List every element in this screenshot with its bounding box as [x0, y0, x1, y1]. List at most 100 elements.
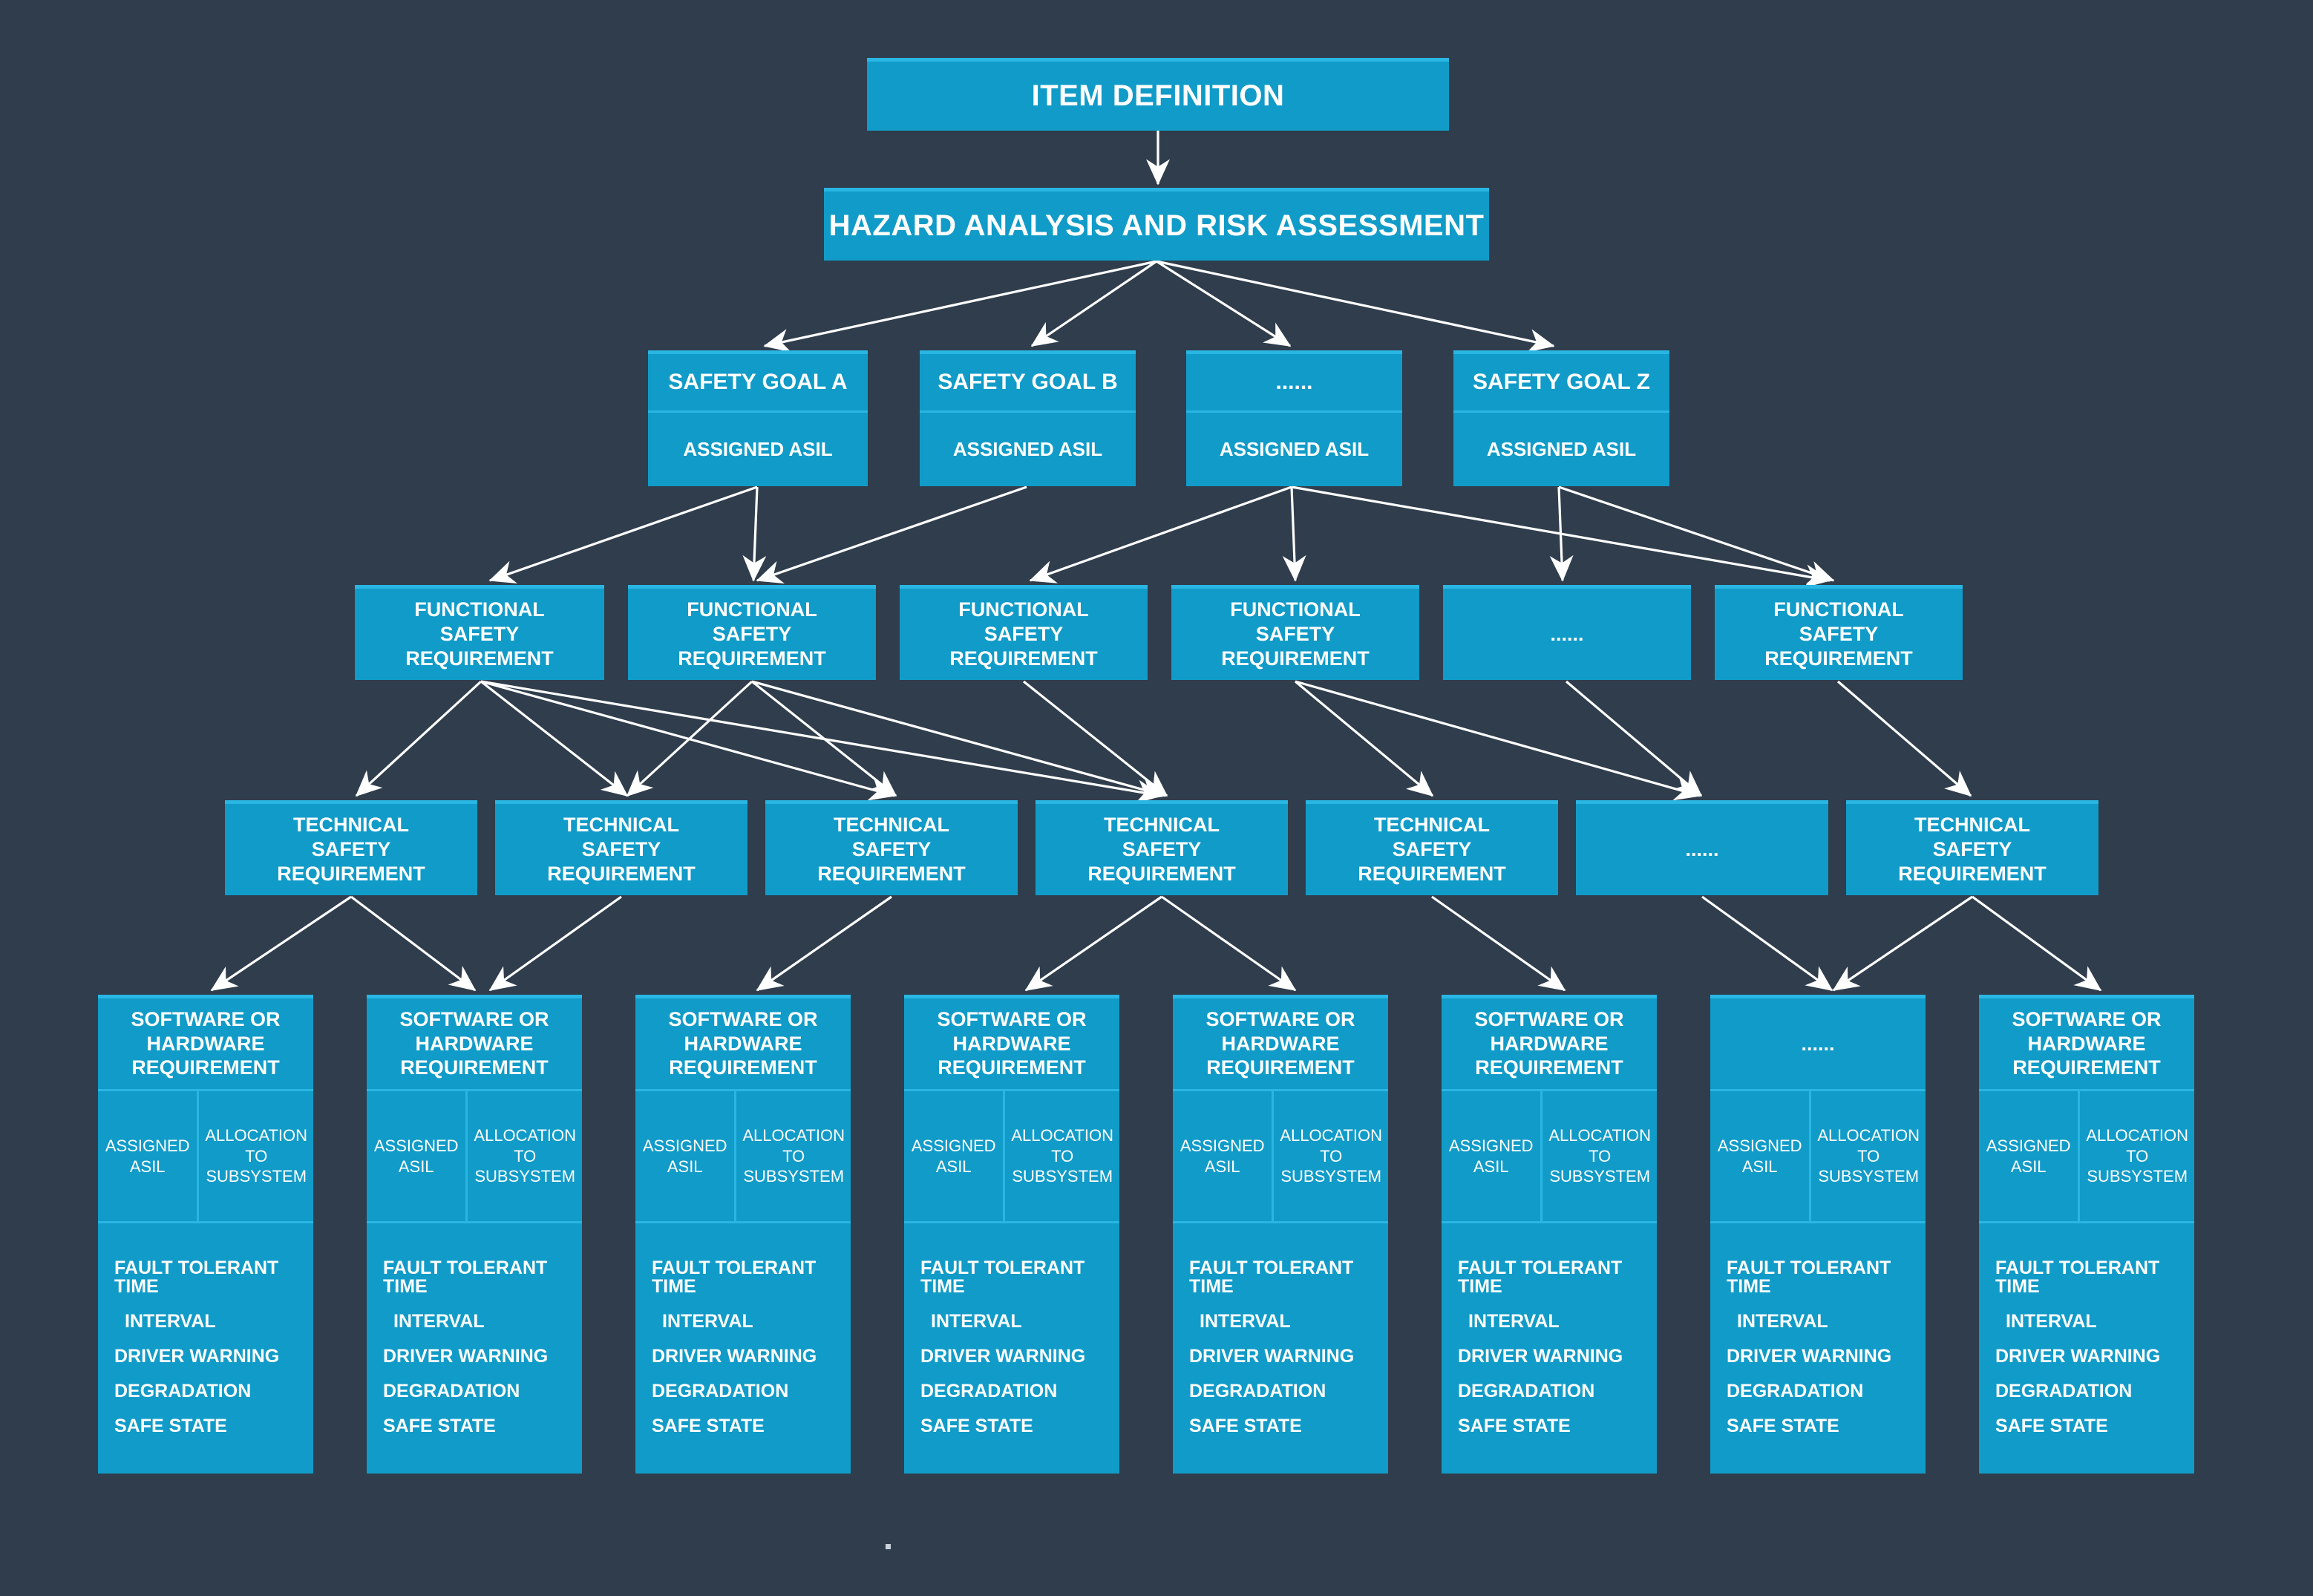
safety-goal-asil-2: ASSIGNED ASIL: [920, 411, 1136, 486]
sw-hw-detail-item: DRIVER WARNING: [1995, 1346, 2161, 1367]
technical-safety-requirement-box-1[interactable]: TECHNICAL SAFETY REQUIREMENT: [225, 800, 477, 895]
assigned-asil-cell-4: ASSIGNED ASIL: [911, 1137, 996, 1176]
functional-safety-requirement-box-2[interactable]: FUNCTIONAL SAFETY REQUIREMENT: [628, 585, 876, 680]
sw-hw-detail-item: INTERVAL: [393, 1311, 485, 1332]
functional-safety-requirement-box-4[interactable]: FUNCTIONAL SAFETY REQUIREMENT: [1171, 585, 1419, 680]
functional-safety-requirement-label-2: FUNCTIONAL SAFETY REQUIREMENT: [678, 598, 826, 670]
connector-tsr-to-swhw: [1701, 895, 1833, 992]
connector-goals-to-fsr: [756, 485, 1027, 584]
functional-safety-requirement-label-6: FUNCTIONAL SAFETY REQUIREMENT: [1764, 598, 1913, 670]
sw-hw-detail-item: INTERVAL: [662, 1311, 753, 1332]
allocation-to-subsystem-cell-4: ALLOCATION TO SUBSYSTEM: [1003, 1091, 1119, 1221]
connector-fsr-to-tsr: [480, 680, 1163, 804]
item-definition-label: ITEM DEFINITION: [1031, 79, 1285, 113]
technical-safety-requirement-label-7: TECHNICAL SAFETY REQUIREMENT: [1898, 814, 2047, 885]
connector-fsr-to-tsr: [480, 680, 629, 797]
footer-dot: [886, 1544, 891, 1549]
sw-hw-detail-item: SAFE STATE: [1189, 1416, 1302, 1436]
safety-goal-asil-4: ASSIGNED ASIL: [1453, 411, 1669, 486]
sw-hw-detail-item: INTERVAL: [931, 1311, 1022, 1332]
sw-hw-detail-item: DEGRADATION: [383, 1381, 520, 1402]
sw-hw-detail-item: DRIVER WARNING: [1189, 1346, 1355, 1367]
sw-hw-detail-item: DEGRADATION: [1189, 1381, 1326, 1402]
technical-safety-requirement-box-5[interactable]: TECHNICAL SAFETY REQUIREMENT: [1306, 800, 1558, 895]
connector-fsr-to-tsr: [1023, 680, 1168, 797]
safety-goal-title-1: SAFETY GOAL A: [668, 369, 848, 394]
hara-box[interactable]: HAZARD ANALYSIS AND RISK ASSESSMENT: [824, 188, 1489, 261]
technical-safety-requirement-box-3[interactable]: TECHNICAL SAFETY REQUIREMENT: [765, 800, 1018, 895]
technical-safety-requirement-box-7[interactable]: TECHNICAL SAFETY REQUIREMENT: [1846, 800, 2098, 895]
technical-safety-requirement-box-4[interactable]: TECHNICAL SAFETY REQUIREMENT: [1036, 800, 1288, 895]
sw-hw-detail-item: FAULT TOLERANT TIME: [1727, 1257, 1891, 1297]
sw-hw-detail-item: DRIVER WARNING: [114, 1346, 280, 1367]
technical-safety-requirement-label-5: TECHNICAL SAFETY REQUIREMENT: [1358, 814, 1506, 885]
allocation-to-subsystem-cell-2: ALLOCATION TO SUBSYSTEM: [465, 1091, 582, 1221]
safety-goal-box-3[interactable]: ......ASSIGNED ASIL: [1186, 350, 1402, 486]
sw-hw-detail-item: DEGRADATION: [920, 1381, 1058, 1402]
sw-hw-detail-item: FAULT TOLERANT TIME: [114, 1257, 279, 1297]
allocation-to-subsystem-cell-1: ALLOCATION TO SUBSYSTEM: [197, 1091, 313, 1221]
sw-hw-detail-item: SAFE STATE: [920, 1416, 1033, 1436]
sw-hw-detail-item: DRIVER WARNING: [383, 1346, 549, 1367]
sw-hw-requirement-box-3[interactable]: SOFTWARE OR HARDWARE REQUIREMENT ASSIGNED…: [635, 995, 851, 1474]
safety-goal-box-2[interactable]: SAFETY GOAL B ASSIGNED ASIL: [920, 350, 1136, 486]
sw-hw-detail-item: DEGRADATION: [114, 1381, 252, 1402]
sw-hw-detail-item: FAULT TOLERANT TIME: [652, 1257, 817, 1297]
sw-hw-detail-item: INTERVAL: [1200, 1311, 1291, 1332]
connector-fsr-to-tsr: [355, 680, 482, 797]
allocation-to-subsystem-cell-8: ALLOCATION TO SUBSYSTEM: [2078, 1091, 2194, 1221]
sw-hw-requirement-title-8: SOFTWARE OR HARDWARE REQUIREMENT: [2012, 1007, 2162, 1079]
sw-hw-requirement-box-8[interactable]: SOFTWARE OR HARDWARE REQUIREMENT ASSIGNED…: [1979, 995, 2194, 1474]
assigned-asil-cell-1: ASSIGNED ASIL: [105, 1137, 190, 1176]
sw-hw-detail-item: SAFE STATE: [652, 1416, 765, 1436]
sw-hw-requirement-box-1[interactable]: SOFTWARE OR HARDWARE REQUIREMENT ASSIGNED…: [98, 995, 313, 1474]
connector-fsr-to-tsr: [626, 680, 753, 797]
functional-safety-requirement-box-3[interactable]: FUNCTIONAL SAFETY REQUIREMENT: [900, 585, 1148, 680]
sw-hw-detail-item: INTERVAL: [1468, 1311, 1560, 1332]
technical-safety-requirement-box-2[interactable]: TECHNICAL SAFETY REQUIREMENT: [495, 800, 747, 895]
sw-hw-requirement-title-3: SOFTWARE OR HARDWARE REQUIREMENT: [668, 1007, 818, 1079]
sw-hw-requirement-title-7: ......: [1801, 1032, 1835, 1055]
functional-safety-requirement-label-4: FUNCTIONAL SAFETY REQUIREMENT: [1221, 598, 1370, 670]
sw-hw-requirement-title-1: SOFTWARE OR HARDWARE REQUIREMENT: [131, 1007, 281, 1079]
sw-hw-detail-item: INTERVAL: [1737, 1311, 1828, 1332]
connector-goals-to-fsr: [742, 486, 767, 582]
connector-goals-to-fsr: [1558, 485, 1835, 584]
connector-tsr-to-swhw: [1431, 895, 1566, 992]
assigned-asil-cell-7: ASSIGNED ASIL: [1717, 1137, 1802, 1176]
hara-label: HAZARD ANALYSIS AND RISK ASSESSMENT: [828, 209, 1485, 243]
functional-safety-requirement-box-5[interactable]: ......: [1443, 585, 1691, 680]
functional-safety-requirement-box-6[interactable]: FUNCTIONAL SAFETY REQUIREMENT: [1715, 585, 1963, 680]
connector-goals-to-fsr: [1282, 486, 1306, 582]
sw-hw-detail-item: DEGRADATION: [652, 1381, 789, 1402]
safety-goal-title-2: SAFETY GOAL B: [938, 369, 1118, 394]
functional-safety-requirement-box-1[interactable]: FUNCTIONAL SAFETY REQUIREMENT: [355, 585, 604, 680]
technical-safety-requirement-label-2: TECHNICAL SAFETY REQUIREMENT: [547, 814, 696, 885]
connector-hara-to-goals: [1156, 260, 1292, 347]
item-definition-box[interactable]: ITEM DEFINITION: [867, 58, 1449, 131]
technical-safety-requirement-box-6[interactable]: ......: [1576, 800, 1828, 895]
assigned-asil-cell-2: ASSIGNED ASIL: [373, 1137, 459, 1176]
sw-hw-detail-item: SAFE STATE: [114, 1416, 227, 1436]
sw-hw-detail-item: DRIVER WARNING: [1727, 1346, 1892, 1367]
connector-fsr-to-tsr: [1294, 680, 1434, 797]
technical-safety-requirement-label-6: ......: [1685, 838, 1719, 861]
sw-hw-detail-item: FAULT TOLERANT TIME: [1995, 1257, 2160, 1297]
sw-hw-detail-item: DEGRADATION: [1995, 1381, 2133, 1402]
connector-tsr-to-swhw: [488, 895, 622, 992]
technical-safety-requirement-label-4: TECHNICAL SAFETY REQUIREMENT: [1087, 814, 1236, 885]
